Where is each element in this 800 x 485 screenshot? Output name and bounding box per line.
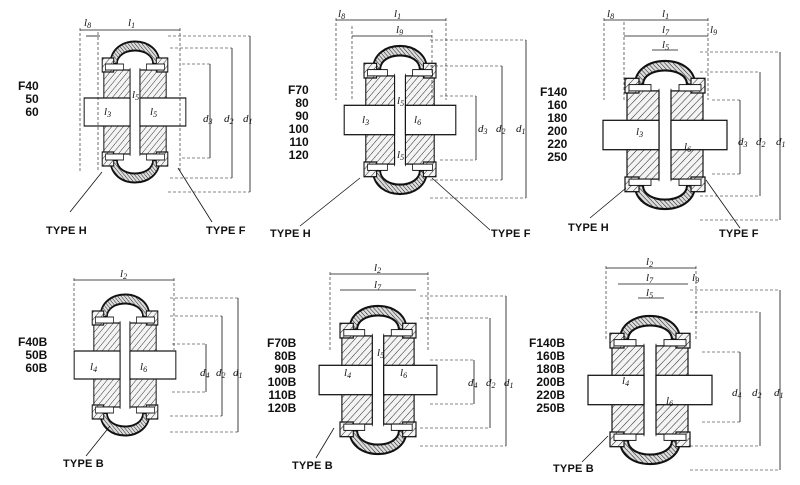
coupling-bot-right: l2 l7 l9 l5 l4 l6 d4 d2 d1 — [581, 256, 784, 471]
svg-text:d3: d3 — [203, 113, 213, 126]
type-label-b-bot-left: TYPE B — [63, 458, 104, 470]
svg-text:l7: l7 — [662, 24, 670, 37]
svg-text:l6: l6 — [684, 141, 691, 154]
coupling-top-mid: l1 l8 l9 l5 l3 l6 l5 d3 d2 d1 — [299, 8, 527, 231]
svg-text:d2: d2 — [486, 377, 496, 390]
svg-text:l5: l5 — [646, 287, 653, 300]
type-label-b-bot-mid: TYPE B — [292, 460, 333, 472]
svg-text:l3: l3 — [362, 114, 369, 127]
svg-text:l9: l9 — [396, 24, 403, 37]
svg-text:d2: d2 — [752, 387, 762, 400]
svg-text:l5: l5 — [377, 347, 384, 360]
svg-text:l2: l2 — [374, 262, 381, 275]
svg-text:l7: l7 — [374, 279, 382, 292]
svg-text:l4: l4 — [622, 375, 629, 388]
svg-text:l6: l6 — [400, 367, 407, 380]
svg-text:d3: d3 — [738, 136, 748, 149]
coupling-top-right: l1 l8 l7 l9 l5 l3 l6 d3 d2 d1 — [589, 8, 786, 229]
type-label-f-top-right: TYPE F — [719, 228, 759, 240]
coupling-bot-left: l2 l4 l6 d4 d2 d1 — [73, 268, 243, 457]
svg-text:l2: l2 — [646, 256, 653, 269]
svg-text:d1: d1 — [233, 367, 243, 380]
svg-text:l1: l1 — [394, 8, 401, 21]
coupling-bot-mid: l2 l7 l5 l4 l6 d4 d2 d1 — [315, 262, 514, 459]
type-label-h-top-mid: TYPE H — [270, 228, 311, 240]
type-label-f-top-mid: TYPE F — [491, 228, 531, 240]
svg-text:d1: d1 — [516, 123, 526, 136]
svg-text:l3: l3 — [636, 126, 643, 139]
coupling-top-left: l1 l8 l5 l3 l5 d3 d2 d1 — [69, 17, 253, 223]
svg-text:d4: d4 — [200, 367, 210, 380]
svg-text:l7: l7 — [646, 272, 654, 285]
svg-text:d4: d4 — [468, 377, 478, 390]
svg-text:d1: d1 — [243, 113, 253, 126]
svg-text:d1: d1 — [774, 387, 784, 400]
svg-text:l5: l5 — [150, 106, 157, 119]
svg-text:d1: d1 — [776, 136, 786, 149]
svg-text:l6: l6 — [666, 395, 673, 408]
svg-text:l9: l9 — [692, 272, 699, 285]
type-label-b-bot-right: TYPE B — [553, 463, 594, 475]
svg-text:d2: d2 — [224, 113, 234, 126]
svg-text:l5: l5 — [397, 95, 404, 108]
svg-text:l3: l3 — [104, 106, 111, 119]
svg-text:l1: l1 — [662, 8, 669, 21]
svg-text:l9: l9 — [710, 24, 717, 37]
svg-text:l2: l2 — [120, 268, 127, 281]
type-label-f-top-left: TYPE F — [206, 225, 246, 237]
svg-text:d3: d3 — [478, 123, 488, 136]
svg-text:l4: l4 — [344, 367, 351, 380]
svg-text:l4: l4 — [90, 361, 97, 374]
type-label-h-top-right: TYPE H — [568, 222, 609, 234]
svg-text:d1: d1 — [504, 377, 514, 390]
svg-text:l8: l8 — [84, 17, 91, 30]
svg-text:d4: d4 — [732, 387, 742, 400]
svg-text:l6: l6 — [140, 361, 147, 374]
svg-text:l5: l5 — [397, 149, 404, 162]
type-label-h-top-left: TYPE H — [46, 225, 87, 237]
svg-text:d2: d2 — [496, 123, 506, 136]
svg-text:d2: d2 — [756, 136, 766, 149]
svg-text:l5: l5 — [132, 89, 139, 102]
svg-text:d2: d2 — [216, 367, 226, 380]
svg-text:l6: l6 — [414, 114, 421, 127]
svg-text:l8: l8 — [338, 8, 345, 21]
dim-l1-top-left: l1 — [128, 17, 135, 30]
svg-text:l8: l8 — [607, 8, 614, 21]
svg-text:l5: l5 — [662, 39, 669, 52]
